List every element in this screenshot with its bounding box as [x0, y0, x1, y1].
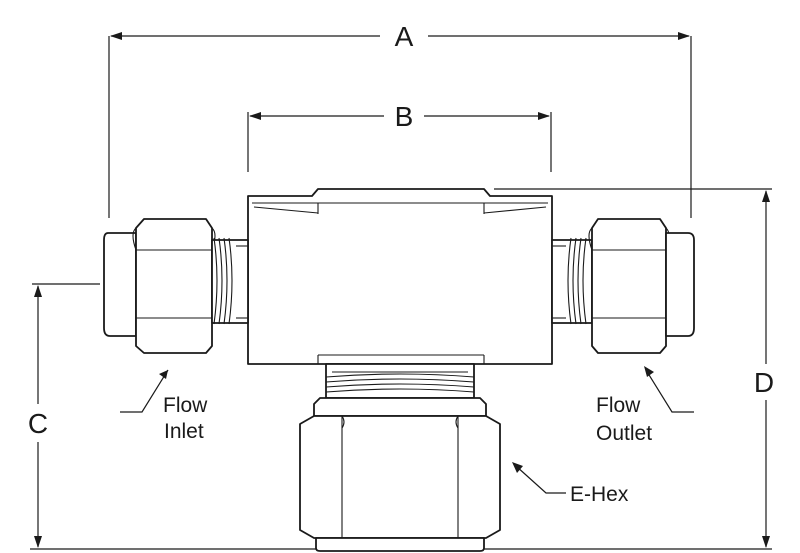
callout-flow-outlet: Flow Outlet	[596, 366, 694, 445]
branch-tube-end	[315, 537, 485, 552]
branch-fitting	[299, 363, 501, 552]
flow-outlet-label-line2: Outlet	[596, 422, 652, 445]
dimension-b-label: B	[395, 101, 414, 132]
dimension-b: B	[247, 101, 552, 172]
dimension-d-label: D	[754, 367, 774, 398]
branch-threads	[325, 363, 475, 399]
inlet-threads	[211, 237, 249, 325]
tee-body-bore-right	[483, 206, 547, 214]
tee-body-outline	[247, 188, 553, 365]
e-hex-label: E-Hex	[570, 483, 629, 506]
dimension-c-label: C	[28, 408, 48, 439]
outlet-hex-nut	[591, 218, 667, 354]
inlet-hex-nut	[135, 218, 213, 354]
outlet-tube-end	[665, 232, 695, 337]
e-hex-nut	[299, 415, 501, 539]
callout-e-hex: E-Hex	[512, 462, 629, 506]
dimension-a: A	[108, 21, 692, 218]
tee-body-bore-left	[253, 206, 319, 214]
callout-flow-inlet: Flow Inlet	[120, 369, 208, 443]
outlet-fitting	[551, 218, 695, 354]
outlet-threads	[551, 237, 593, 325]
tee-body	[247, 188, 553, 365]
inlet-tube-end	[103, 232, 137, 337]
flow-inlet-label-line2: Inlet	[164, 420, 204, 443]
flow-outlet-label-line1: Flow	[596, 394, 641, 417]
branch-nut-collar	[313, 397, 487, 417]
flow-inlet-label-line1: Flow	[163, 394, 208, 417]
dimension-c: C	[28, 283, 100, 548]
dimension-a-label: A	[395, 21, 414, 52]
inlet-fitting	[103, 218, 249, 354]
dimension-d: D	[494, 188, 774, 548]
